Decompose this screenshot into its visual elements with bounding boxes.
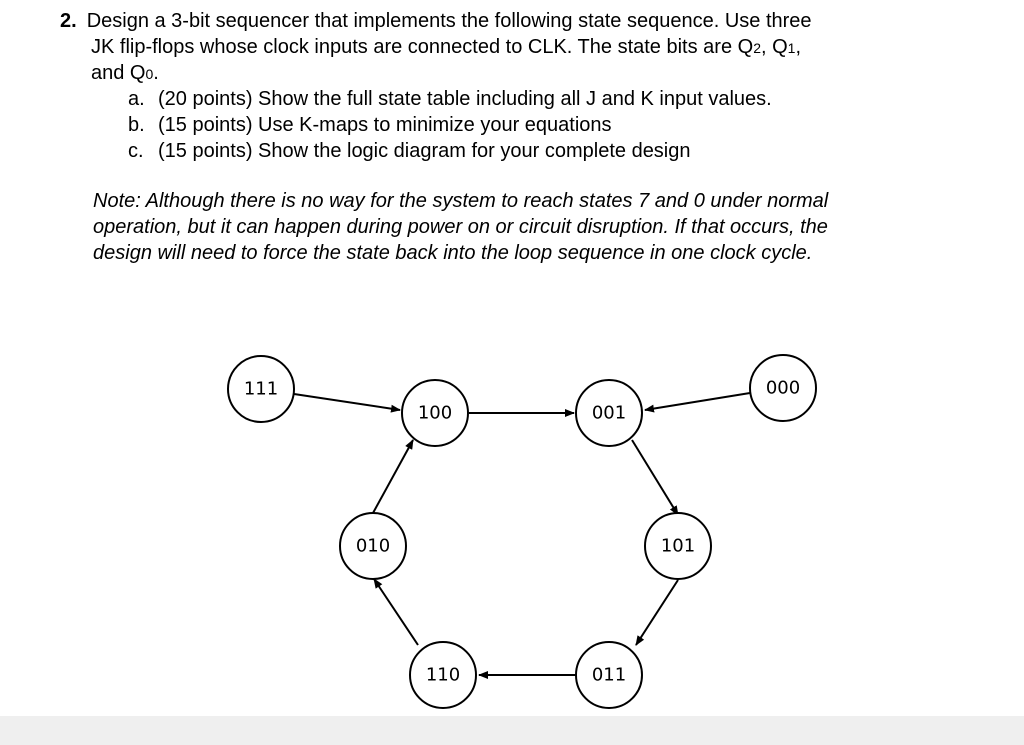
state-001: 001 (575, 379, 643, 447)
state-110-label: 110 (426, 665, 460, 686)
part-c-letter: c. (128, 140, 144, 162)
part-a: a. (20 points) Show the full state table … (128, 86, 772, 112)
subscript-0: 0 (145, 66, 154, 82)
part-b-letter: b. (128, 114, 145, 136)
part-b-text: (15 points) Use K-maps to minimize your … (158, 114, 612, 136)
state-011-circle (575, 641, 643, 709)
state-110-circle (409, 641, 477, 709)
problem-text-2c: , (795, 36, 802, 58)
note-line-2: operation, but it can happen during powe… (93, 216, 828, 238)
state-010-circle (339, 512, 407, 580)
subscript-2: 2 (753, 40, 761, 56)
state-100-circle (401, 379, 469, 447)
state-111: 111 (227, 355, 295, 423)
problem-line-1: 2. Design a 3-bit sequencer that implemen… (60, 8, 812, 34)
state-100: 100 (401, 379, 469, 447)
subscript-1: 1 (787, 40, 796, 56)
state-001-circle (575, 379, 643, 447)
edge-001-101 (631, 439, 679, 516)
part-c: c. (15 points) Show the logic diagram for… (128, 138, 691, 164)
state-000-circle (749, 354, 817, 422)
part-c-text: (15 points) Show the logic diagram for y… (158, 140, 691, 162)
state-101: 101 (644, 512, 712, 580)
note-line-1: Note: Although there is no way for the s… (93, 190, 829, 212)
part-b: b. (15 points) Use K-maps to minimize you… (128, 112, 612, 138)
state-101-label: 101 (661, 536, 695, 557)
problem-line-2: JK flip-flops whose clock inputs are con… (91, 34, 801, 61)
bottom-band (0, 716, 1024, 745)
problem-text-3a: and Q (91, 62, 146, 84)
state-111-label: 111 (244, 379, 278, 400)
state-000: 000 (749, 354, 817, 422)
state-001-label: 001 (592, 403, 626, 424)
state-011-label: 011 (592, 665, 626, 686)
edge-110-010 (373, 578, 419, 646)
problem-text-1: Design a 3-bit sequencer that implements… (86, 10, 812, 32)
state-011: 011 (575, 641, 643, 709)
problem-number: 2. (60, 10, 77, 32)
edge-111-100 (293, 393, 401, 413)
edge-101-011 (635, 579, 679, 646)
problem-text-2b: , Q (760, 36, 788, 58)
state-000-label: 000 (766, 378, 800, 399)
problem-text-2a: JK flip-flops whose clock inputs are con… (91, 36, 754, 58)
state-100-label: 100 (418, 403, 452, 424)
state-010: 010 (339, 512, 407, 580)
problem-text-3b: . (153, 62, 159, 84)
edge-010-100 (372, 439, 414, 514)
state-110: 110 (409, 641, 477, 709)
state-101-circle (644, 512, 712, 580)
state-111-circle (227, 355, 295, 423)
part-a-text: (20 points) Show the full state table in… (158, 88, 772, 110)
part-a-letter: a. (128, 88, 145, 110)
edge-000-001 (644, 392, 751, 413)
problem-line-3: and Q0. (91, 60, 159, 87)
note-line-3: design will need to force the state back… (93, 242, 813, 264)
state-010-label: 010 (356, 536, 390, 557)
